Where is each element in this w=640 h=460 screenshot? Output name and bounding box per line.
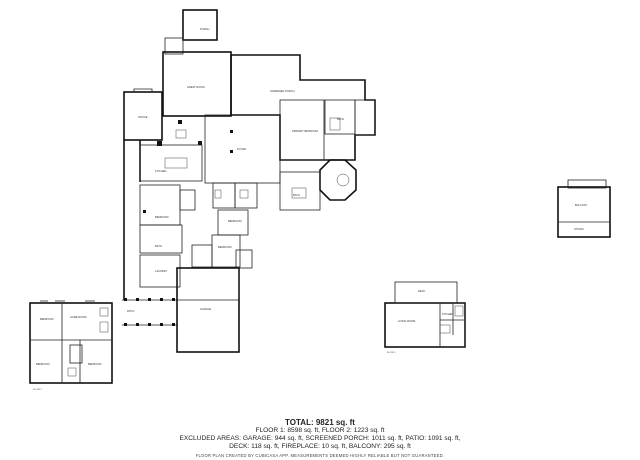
patio-pillars xyxy=(124,120,233,326)
excluded-areas-line1: EXCLUDED AREAS: GARAGE: 944 sq. ft, SCRE… xyxy=(179,435,461,442)
svg-text:FOYER: FOYER xyxy=(237,147,246,151)
svg-text:GAME ROOM: GAME ROOM xyxy=(70,315,86,319)
floor-areas: FLOOR 1: 8598 sq. ft, FLOOR 2: 1223 sq. … xyxy=(255,427,385,434)
guest-house-plan: DECK LIVING ROOM KITCHEN FLOOR 1 xyxy=(384,281,466,354)
svg-text:BEDROOM: BEDROOM xyxy=(228,219,241,223)
svg-text:BEDROOM: BEDROOM xyxy=(155,215,168,219)
svg-text:PRIMARY BEDROOM: PRIMARY BEDROOM xyxy=(292,129,318,133)
svg-text:BEDROOM: BEDROOM xyxy=(40,317,53,321)
svg-text:BEDROOM: BEDROOM xyxy=(218,245,231,249)
svg-text:BALCONY: BALCONY xyxy=(575,203,588,207)
svg-text:DECK: DECK xyxy=(418,289,425,293)
svg-text:PORCH: PORCH xyxy=(200,27,209,31)
svg-text:OFFICE: OFFICE xyxy=(138,115,148,119)
svg-text:KITCHEN: KITCHEN xyxy=(442,312,454,316)
main-house-plan: PORCH GREAT ROOM OFFICE FOYER SCREENED P… xyxy=(122,9,376,353)
svg-text:GREAT ROOM: GREAT ROOM xyxy=(187,85,205,89)
svg-text:LAUNDRY: LAUNDRY xyxy=(155,269,168,273)
floor-plan-drawing: PORCH GREAT ROOM OFFICE FOYER SCREENED P… xyxy=(29,9,611,391)
svg-text:BATH: BATH xyxy=(155,244,162,248)
svg-text:KITCHEN: KITCHEN xyxy=(155,169,167,173)
svg-text:BATH: BATH xyxy=(293,193,300,197)
excluded-areas-line2: DECK: 118 sq. ft, FIREPLACE: 10 sq. ft, … xyxy=(229,443,411,450)
svg-text:FLOOR 2: FLOOR 2 xyxy=(33,389,42,391)
svg-text:PATIO: PATIO xyxy=(127,309,134,313)
svg-text:BEDROOM: BEDROOM xyxy=(36,362,49,366)
svg-text:STUDIO: STUDIO xyxy=(574,227,584,231)
svg-text:FLOOR 1: FLOOR 1 xyxy=(387,352,396,354)
svg-text:LIVING ROOM: LIVING ROOM xyxy=(398,319,415,323)
svg-text:GARAGE: GARAGE xyxy=(200,307,211,311)
svg-text:SCREENED PORCH: SCREENED PORCH xyxy=(270,89,295,93)
studio-plan: BALCONY STUDIO xyxy=(557,179,611,238)
total-area: TOTAL: 9821 sq. ft xyxy=(285,418,355,427)
floor2-plan: BEDROOM GAME ROOM BEDROOM BEDROOM FLOOR … xyxy=(29,300,113,391)
svg-text:BATH: BATH xyxy=(337,117,344,121)
credit-note: FLOOR PLAN CREATED BY CUBICASA APP. MEAS… xyxy=(195,453,445,458)
svg-text:BEDROOM: BEDROOM xyxy=(88,362,101,366)
